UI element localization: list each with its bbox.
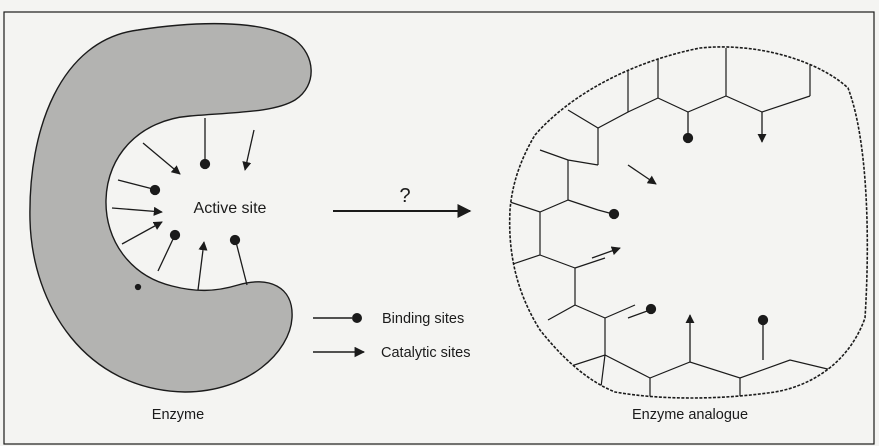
enzyme-shape [30,24,311,392]
legend-binding-dot [352,313,362,323]
legend-catalytic-label: Catalytic sites [381,345,470,361]
enzyme-analogue-label: Enzyme analogue [632,407,748,423]
question-mark: ? [399,185,410,207]
legend: Binding sites Catalytic sites [313,311,470,361]
active-site-label: Active site [194,200,267,217]
enzyme-label: Enzyme [152,407,204,423]
analogue-outline [510,47,868,398]
legend-binding-label: Binding sites [382,311,464,327]
